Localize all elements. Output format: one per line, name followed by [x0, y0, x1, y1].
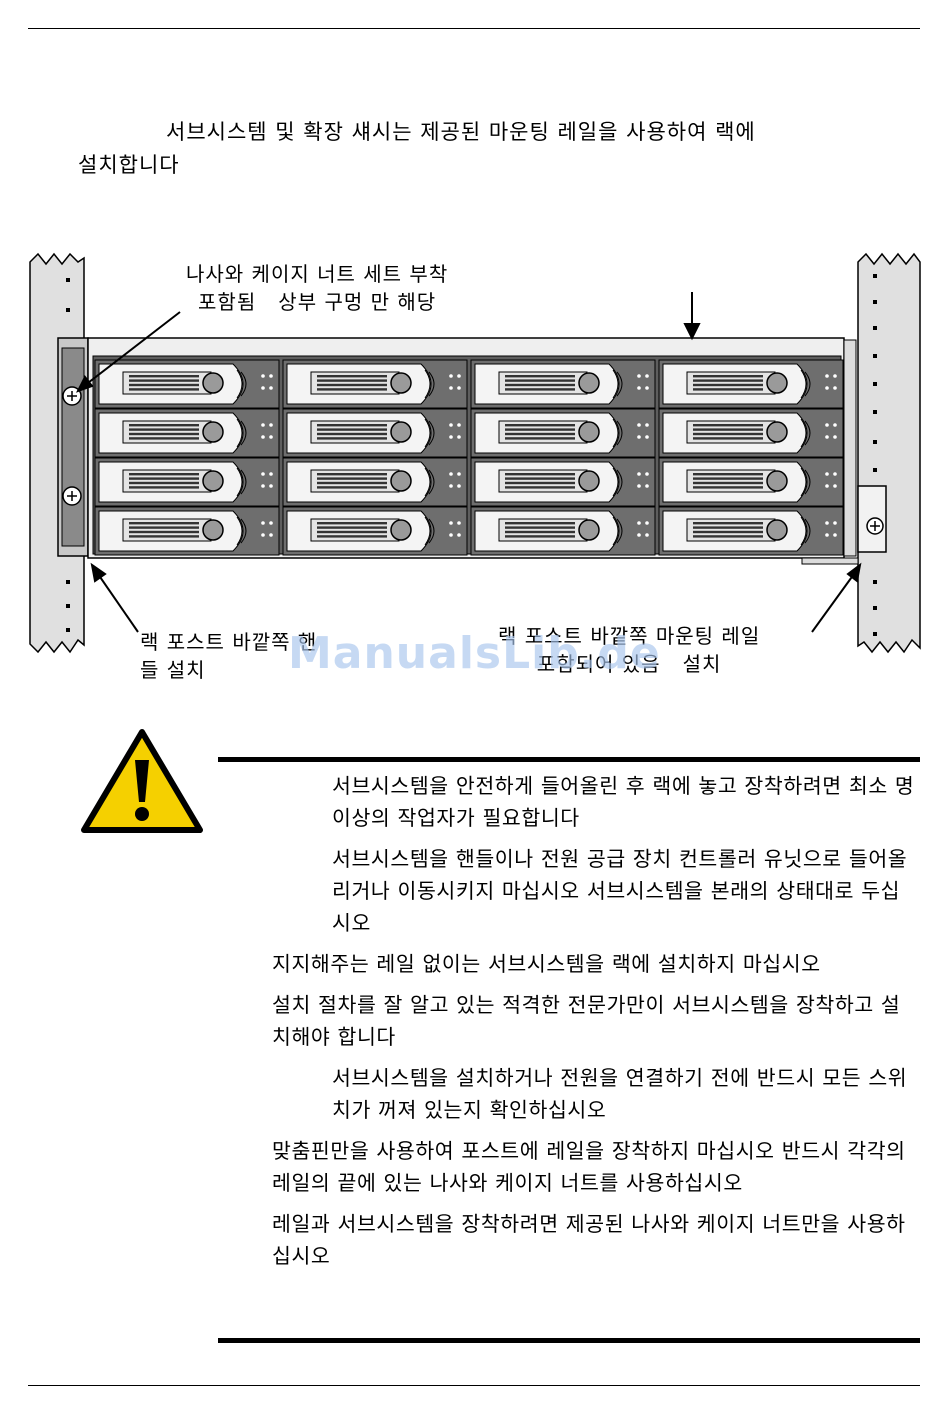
watermark-text: ManualsLib.de [288, 628, 661, 679]
drive-bay [282, 359, 468, 409]
rack-mount-figure [29, 252, 921, 654]
caution-item: 지지해주는 레일 없이는 서브시스템을 랙에 설치하지 마십시오 [272, 952, 821, 976]
callout-arrows [75, 292, 862, 633]
caution-item: 서브시스템을 안전하게 들어올린 후 랙에 놓고 장착하려면 최소 명 이상의 … [332, 774, 915, 830]
right-rack-post [857, 252, 921, 654]
caution-item: 레일과 서브시스템을 장착하려면 제공된 나사와 케이지 너트만을 사용하십시오 [272, 1212, 906, 1268]
caution-box [218, 757, 920, 1343]
drive-bay [282, 506, 468, 556]
drive-bay [470, 457, 656, 507]
drive-bay [282, 457, 468, 507]
left-mounting-handle [57, 337, 89, 557]
drive-bay [470, 408, 656, 458]
drive-bay [94, 506, 280, 556]
drive-bay [658, 506, 844, 556]
intro-line-1: 서브시스템 및 확장 섀시는 제공된 마운팅 레일을 사용하여 랙에 [166, 120, 756, 144]
intro-paragraph: 서브시스템 및 확장 섀시는 제공된 마운팅 레일을 사용하여 랙에 설치합니다 [78, 116, 918, 182]
caution-item: 설치 절차를 잘 알고 있는 적격한 전문가만이 서브시스템을 장착하고 설치해… [272, 993, 901, 1049]
warning-triangle-icon [81, 729, 203, 833]
callout-left-handle: 랙 포스트 바깥쪽 핸 들 설치 [140, 630, 318, 682]
caution-item: 서브시스템을 핸들이나 전원 공급 장치 컨트롤러 유닛으로 들어올리거나 이동… [332, 847, 908, 935]
callout-screws-cage-nuts: 나사와 케이지 너트 세트 부착 포함됨 상부 구멍 만 해당 [186, 262, 449, 314]
drive-bay [94, 359, 280, 409]
caution-item: 서브시스템을 설치하거나 전원을 연결하기 전에 반드시 모든 스위치가 꺼져 … [332, 1066, 908, 1122]
drive-bay [658, 408, 844, 458]
drive-bay [94, 457, 280, 507]
top-rule [28, 28, 920, 29]
caution-list: 서브시스템을 안전하게 들어올린 후 랙에 놓고 장착하려면 최소 명 이상의 … [272, 770, 917, 1281]
callout-right-rail: 랙 포스트 바깥쪽 마운팅 레일 포함되어 있음 설치 [498, 624, 761, 676]
right-mounting-rail [801, 485, 887, 565]
drive-bay [470, 359, 656, 409]
drive-bays [94, 359, 844, 556]
drive-bay [470, 506, 656, 556]
caution-item: 맞춤핀만을 사용하여 포스트에 레일을 장착하지 마십시오 반드시 각각의 레일… [272, 1139, 906, 1195]
bottom-rule [28, 1385, 920, 1386]
intro-line-2: 설치합니다 [78, 153, 180, 177]
drive-bay [94, 408, 280, 458]
drive-bay [658, 457, 844, 507]
drive-bay [282, 408, 468, 458]
drive-bay [658, 359, 844, 409]
